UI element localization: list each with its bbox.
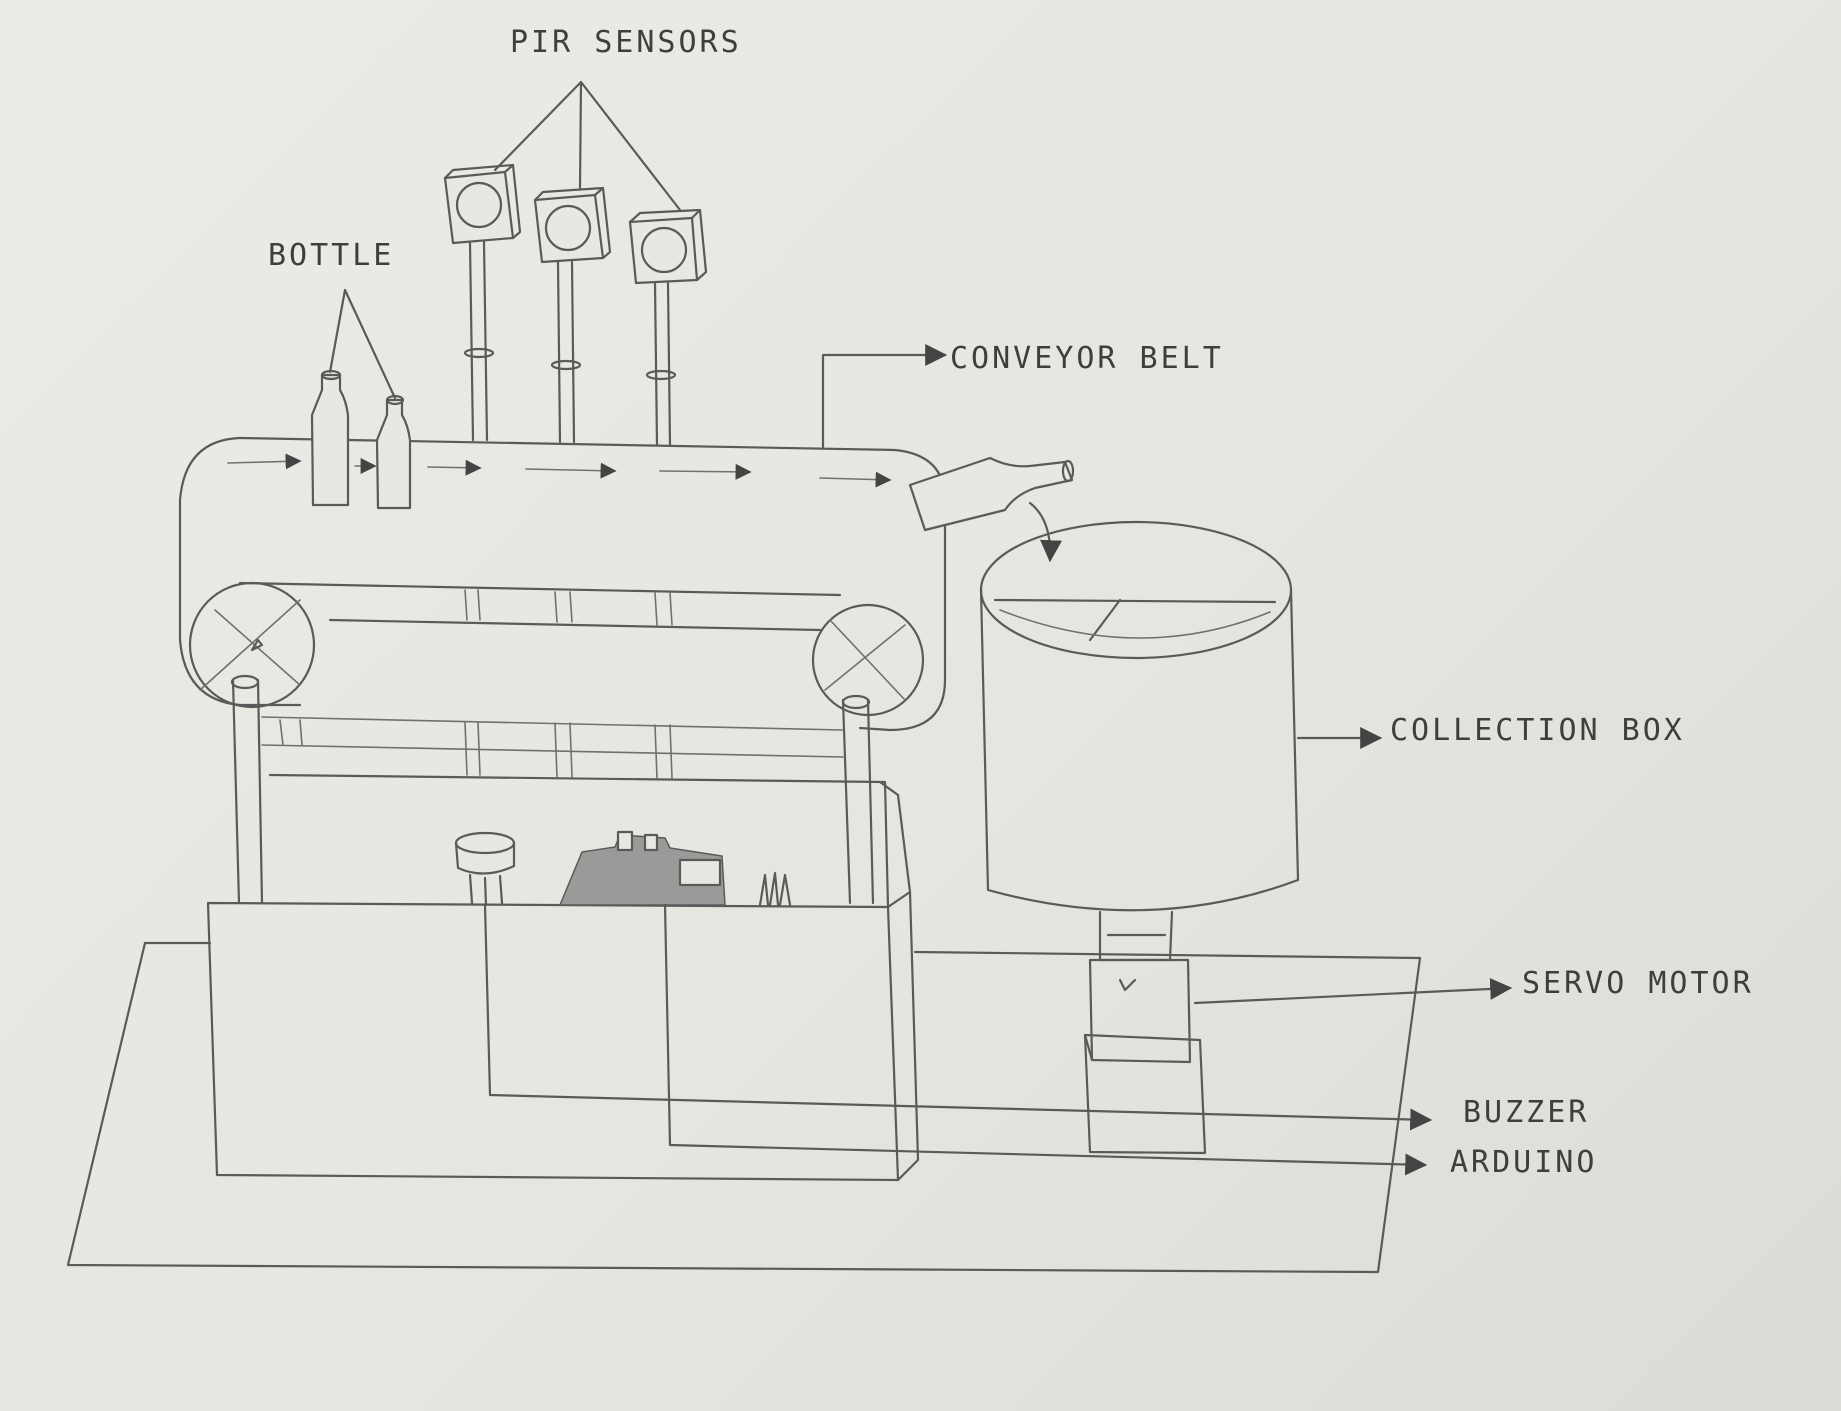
connection-wires — [485, 905, 1430, 1165]
conveyor-belt — [180, 438, 945, 730]
label-servo-motor: SERVO MOTOR — [1522, 966, 1754, 1001]
collection-box — [981, 522, 1298, 910]
pir-sensor-1 — [445, 165, 520, 440]
label-buzzer: BUZZER — [1463, 1095, 1589, 1130]
electronics-enclosure — [208, 775, 918, 1180]
buzzer-component — [456, 833, 514, 905]
pir-sensor-3 — [630, 210, 706, 445]
label-conveyor-belt: CONVEYOR BELT — [950, 341, 1224, 376]
pir-sensor-2 — [535, 188, 610, 442]
label-bottle: BOTTLE — [268, 238, 394, 273]
electronics — [456, 832, 790, 905]
bottles — [312, 371, 1073, 560]
support-posts — [232, 676, 873, 903]
arduino-board — [560, 832, 790, 905]
label-collection-box: COLLECTION BOX — [1390, 713, 1685, 748]
label-pir-sensors: PIR SENSORS — [510, 25, 742, 60]
base-platform — [68, 943, 1420, 1272]
pir-sensors — [445, 165, 706, 445]
label-arduino: ARDUINO — [1450, 1145, 1597, 1180]
servo-motor — [1085, 912, 1205, 1153]
